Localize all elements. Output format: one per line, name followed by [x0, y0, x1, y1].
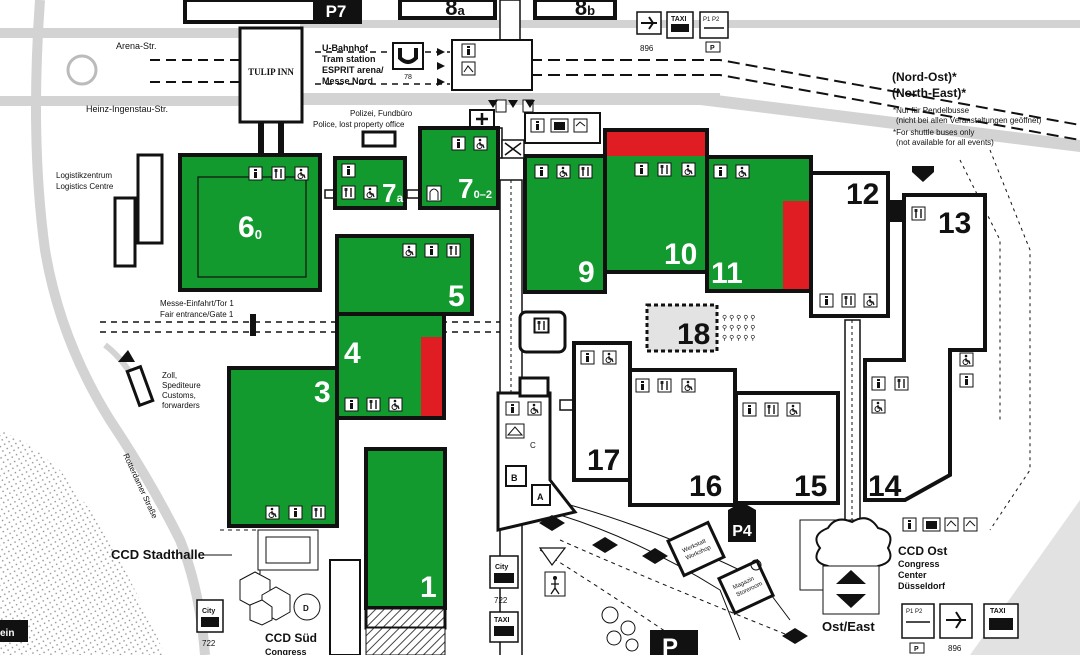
ubahn-label: U-Bahnhof Tram station ESPRIT arena/ Mes… [322, 43, 386, 86]
hall-5-label: 5 [448, 280, 465, 313]
svg-text:⚲ ⚲ ⚲ ⚲ ⚲: ⚲ ⚲ ⚲ ⚲ ⚲ [722, 314, 755, 322]
hall-14-label: 14 [868, 470, 902, 503]
svg-text:722: 722 [494, 596, 508, 605]
svg-text:B: B [511, 473, 518, 483]
ccd-stadthalle-label: CCD Stadthalle [111, 547, 205, 562]
svg-text:78: 78 [404, 74, 412, 81]
svg-text:C: C [530, 441, 536, 450]
hall-10-label: 10 [664, 238, 697, 271]
svg-text:722: 722 [202, 639, 216, 648]
parking-p4 [728, 510, 756, 542]
ost-east-label: Ost/East [822, 619, 875, 634]
parking-bottom [650, 630, 698, 655]
svg-text:P: P [710, 45, 715, 52]
shuttle-note: *Nur für Pendelbusse (nicht bei allen Ve… [893, 106, 1044, 147]
north-east-label: (Nord-Ost)* (North-East)* [892, 70, 966, 100]
svg-text:P4: P4 [732, 523, 752, 540]
storeroom [716, 558, 776, 616]
hall-11-highlight [783, 201, 809, 289]
hall-3[interactable] [227, 366, 339, 528]
svg-text:896: 896 [948, 644, 962, 653]
street-heinz: Heinz-Ingenstau-Str. [86, 104, 168, 114]
hall-4-label: 4 [344, 337, 361, 370]
workshop [666, 520, 726, 578]
hotel-label: TULIP INN [248, 67, 294, 77]
hall-15-label: 15 [794, 470, 827, 503]
hall-6-label: 60 [238, 211, 262, 244]
svg-text:A: A [537, 492, 544, 502]
park-ride-icon-2 [901, 603, 935, 639]
svg-text:City: City [202, 608, 215, 615]
hall-12[interactable] [809, 171, 890, 318]
svg-text:⚲ ⚲ ⚲ ⚲ ⚲: ⚲ ⚲ ⚲ ⚲ ⚲ [722, 324, 755, 332]
hall-18[interactable] [645, 303, 719, 353]
svg-text:City: City [495, 564, 508, 571]
ccd-ost-label: CCD Ost Congress Center Düsseldorf [898, 542, 952, 591]
hall-17-label: 17 [587, 444, 620, 477]
svg-text:P: P [662, 634, 678, 655]
hall-4-highlight [421, 337, 442, 416]
logistics-label: Logistikzentrum Logistics Centre [56, 171, 114, 191]
hall-9-label: 9 [578, 256, 595, 289]
svg-text:⚲ ⚲ ⚲ ⚲ ⚲: ⚲ ⚲ ⚲ ⚲ ⚲ [722, 334, 755, 342]
hall-12-label: 12 [846, 178, 879, 211]
hall-16-label: 16 [689, 470, 722, 503]
hall-8a-label: 8a [445, 0, 465, 20]
city-rail-icon [196, 599, 224, 633]
svg-text:P1 P2: P1 P2 [703, 17, 720, 23]
customs-label: Zoll, Spediteure Customs, forwarders [162, 371, 203, 410]
hall-13[interactable] [863, 193, 987, 502]
gate-label: Messe-Einfahrt/Tor 1 Fair entrance/Gate … [160, 299, 236, 319]
svg-text:TAXI: TAXI [671, 16, 686, 23]
hall-3-label: 3 [314, 376, 331, 409]
hall-8b-label: 8b [575, 0, 595, 20]
parking-p7: P7 [326, 2, 347, 21]
svg-text:TAXI: TAXI [990, 608, 1005, 615]
hotel-tulip-inn [238, 26, 304, 124]
city-rail-icon-2 [489, 555, 519, 589]
svg-text:TAXI: TAXI [494, 617, 509, 624]
hall-17[interactable] [572, 341, 632, 482]
ubahn-icon [392, 42, 424, 70]
hall-18-label: 18 [677, 318, 710, 351]
svg-text:896: 896 [640, 44, 654, 53]
hall-7a-label: 7a [382, 178, 403, 208]
ccd-sued-label: CCD Süd Congress [265, 629, 321, 655]
svg-text:D: D [303, 604, 309, 613]
hall-11-label: 11 [711, 257, 743, 290]
svg-text:P: P [914, 646, 919, 653]
police-label: Polizei, Fundbüro Police, lost property … [313, 109, 415, 129]
hall-7-label: 70–2 [458, 173, 492, 204]
street-arena: Arena-Str. [116, 41, 157, 51]
svg-text:P1 P2: P1 P2 [906, 609, 923, 615]
hall-1-label: 1 [420, 571, 437, 604]
hall-10-highlight [607, 132, 705, 156]
hall-1[interactable] [364, 447, 447, 610]
svg-text:ein: ein [0, 628, 14, 639]
park-ride-icon [699, 11, 729, 39]
hall-13-label: 13 [938, 207, 971, 240]
